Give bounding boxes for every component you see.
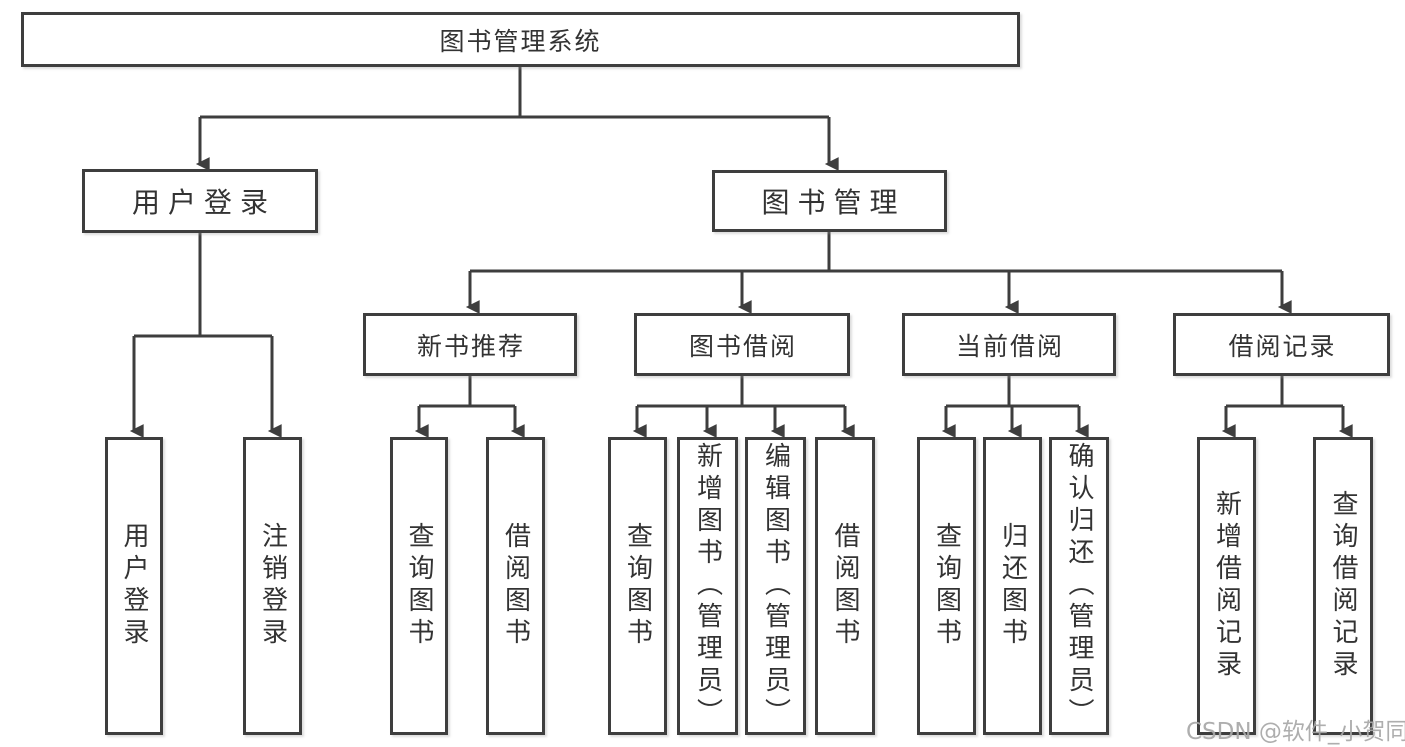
leaf-add-borrow-record: 新增借阅记录 [1197, 437, 1256, 735]
node-current-borrow: 当前借阅 [902, 313, 1116, 376]
leaf-add-book-admin: 新增图书（管理员） [677, 437, 738, 735]
leaf-query-books-recommend: 查询图书 [390, 437, 448, 735]
node-new-book-recommend: 新书推荐 [363, 313, 577, 376]
node-user-login: 用户登录 [82, 169, 318, 233]
leaf-query-books-borrow: 查询图书 [608, 437, 667, 735]
node-book-borrow: 图书借阅 [634, 313, 850, 376]
leaf-logout-login: 注销登录 [243, 437, 302, 735]
node-book-management: 图书管理 [712, 170, 947, 232]
leaf-edit-book-admin: 编辑图书（管理员） [745, 437, 806, 735]
watermark-text: CSDN @软件_小贺同学 [1186, 719, 1405, 745]
leaf-borrow-books-recommend: 借阅图书 [486, 437, 545, 735]
leaf-query-borrow-record: 查询借阅记录 [1313, 437, 1373, 735]
leaf-return-book: 归还图书 [983, 437, 1042, 735]
leaf-user-login: 用户登录 [105, 437, 163, 735]
leaf-confirm-return-admin: 确认归还（管理员） [1049, 437, 1109, 735]
leaf-borrow-books-borrow: 借阅图书 [815, 437, 875, 735]
node-root: 图书管理系统 [21, 12, 1020, 67]
leaf-query-books-current: 查询图书 [917, 437, 976, 735]
node-borrow-records: 借阅记录 [1173, 313, 1390, 376]
